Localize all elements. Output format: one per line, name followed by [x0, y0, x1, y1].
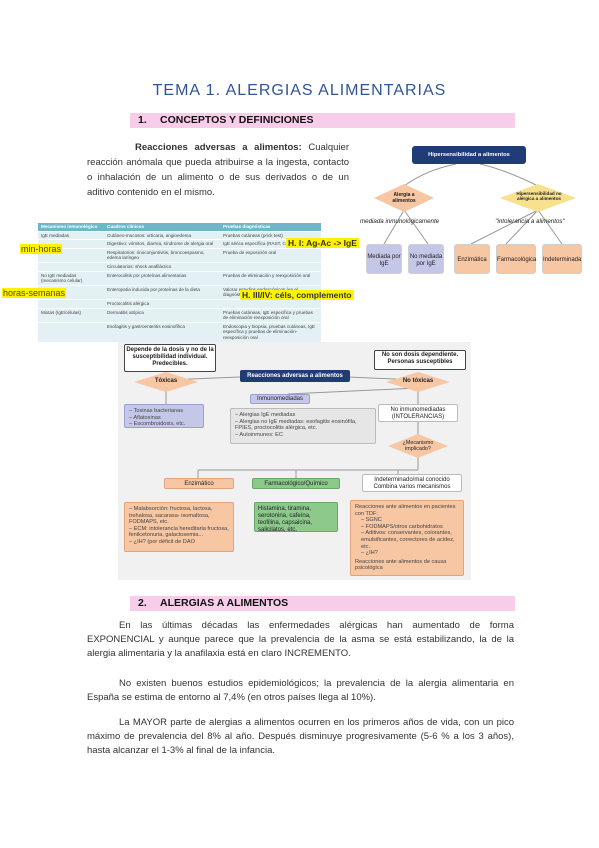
list-item: Malabsorción: fructosa, lactosa, trehalo… — [129, 506, 233, 526]
flow-nonimmuno-node: No inmunomediadas (INTOLERANCIAS) — [378, 404, 458, 422]
list-item: Alergias no IgE mediadas: esofagitis eos… — [235, 419, 373, 432]
note-toxic: Depende de la dosis y no de la susceptib… — [124, 344, 216, 372]
immuno-list-box: Alergias IgE mediadas Alergias no IgE me… — [230, 408, 376, 444]
diagram-leaf-undetermined: Indeterminada — [542, 244, 582, 274]
flow-pharma-node: Farmacológico/Químico — [252, 478, 340, 489]
flow-mechanism-node: ¿Mecanismo implicado? — [402, 440, 434, 452]
list-item: Escombroidosis, etc. — [129, 421, 186, 428]
definition-lead: Reacciones adversas a alimentos: — [135, 142, 302, 153]
diagram-leaf-ige: Mediada por IgE — [366, 244, 402, 274]
diagram-caption-immuno: mediada inmunológicamente — [360, 218, 440, 225]
undetermined-tail: Reacciones ante alimentos de causa psico… — [355, 558, 447, 572]
flow-nontoxic-node: No tóxicas — [402, 378, 434, 384]
note-nontoxic: No son dosis dependiente. Personas susce… — [374, 350, 466, 370]
toxic-list-box: Toxinas bacterianas Aflatoxinas Escombro… — [124, 404, 204, 428]
hypersensitivity-diagram: Hipersensibilidad a alimentos Alergia a … — [356, 140, 584, 283]
table-header: Pruebas diagnósticas — [220, 223, 321, 232]
list-item: ¿IH? (por déficit de DAO — [129, 539, 233, 546]
list-item: Autoinmunes: EC — [235, 432, 373, 439]
table-row: Respiratorios: rinoconjuntivitis, bronco… — [38, 247, 321, 263]
section-heading-1: 1. CONCEPTOS Y DEFINICIONES — [130, 113, 515, 128]
flow-undetermined-node: Indeterminado/mal conocido Combina vario… — [362, 474, 462, 492]
section-heading-2: 2. ALERGIAS A ALIMENTOS — [130, 596, 515, 611]
adverse-reactions-flowchart: Depende de la dosis y no de la susceptib… — [118, 342, 471, 580]
table-header: Cuadros clínicos — [104, 223, 220, 232]
paragraph-prevalence: No existen buenos estudios epidemiológic… — [87, 678, 514, 703]
annotation-min-hours: min-horas — [20, 244, 63, 254]
diagram-nonallergic-node: Hipersensibilidad no alérgica a alimento… — [516, 191, 562, 202]
list-item: Aditivos: conservantes, colorantes, emul… — [361, 530, 459, 550]
diagram-leaf-enzymatic: Enzimática — [454, 244, 490, 274]
pharma-text-box: Histamina, tiramina, serotonina, cafeína… — [254, 502, 338, 533]
flow-enzymatic-node: Enzimático — [164, 478, 234, 489]
definition-paragraph: Reacciones adversas a alimentos: Cualqui… — [87, 140, 349, 200]
table-row: Proctocolitis alérgica — [38, 298, 321, 309]
undetermined-list-box: Reacciones ante alimentos en pacientes c… — [350, 500, 464, 576]
list-item: Toxinas bacterianas — [129, 408, 185, 415]
table-row: Circulatorios: shock anafiláctico — [38, 261, 321, 272]
undetermined-head: Reacciones ante alimentos en pacientes c… — [355, 504, 456, 517]
diagram-allergy-node: Alergia a alimentos — [392, 192, 416, 204]
table-row: Digestivo: vómitos, diarrea, síndrome de… — [38, 239, 321, 249]
flow-toxic-node: Tóxicas — [154, 378, 178, 384]
enzymatic-list-box: Malabsorción: fructosa, lactosa, trehalo… — [124, 502, 234, 552]
table-row: No IgE mediadas (mecanismo celular)Enter… — [38, 270, 321, 286]
list-item: ECM: intolerancia hereditaria fructosa, … — [129, 526, 233, 539]
flowchart-connectors — [134, 372, 450, 478]
flow-root: Reacciones adversas a alimentos — [240, 370, 350, 382]
section-title: CONCEPTOS Y DEFINICIONES — [160, 114, 314, 126]
mechanism-table-wrap: Mecanismo inmunológico Cuadros clínicos … — [38, 223, 321, 342]
annotation-hypersensitivity-1: H. I: Ag-Ac -> IgE — [286, 238, 359, 248]
annotation-hypersensitivity-3: H. III/IV: céls, complemento — [240, 290, 354, 300]
page-title: TEMA 1. ALERGIAS ALIMENTARIAS — [152, 82, 447, 99]
paragraph-increase: En las últimas décadas las enfermedades … — [87, 620, 514, 659]
definition-text: Cualquier reacción anómala que pueda atr… — [87, 142, 349, 198]
diagram-root: Hipersensibilidad a alimentos — [412, 146, 526, 164]
table-header: Mecanismo inmunológico — [38, 223, 104, 232]
diagram-caption-intolerance: "intolerancia a alimentos" — [495, 218, 565, 225]
diagram-leaf-nonige: No mediada por IgE — [408, 244, 444, 274]
list-item: FODMAPS/otros carbohidratos — [361, 524, 459, 531]
list-item: ¿IH? — [361, 550, 459, 557]
list-item: SGNC — [361, 517, 459, 524]
diagram-connectors — [374, 163, 576, 245]
table-row: Esofagitis y gastroenteritis eosinofílic… — [38, 321, 321, 342]
section-number: 1. — [138, 114, 147, 126]
mechanism-table: Mecanismo inmunológico Cuadros clínicos … — [38, 223, 321, 342]
diagram-leaf-pharma: Farmacológica — [496, 244, 536, 274]
flow-immuno-node: Inmunomediadas — [250, 394, 310, 404]
paragraph-age: La MAYOR parte de alergias a alimentos o… — [87, 717, 514, 756]
annotation-hours-weeks: horas-semanas — [2, 288, 67, 298]
section-number: 2. — [138, 597, 147, 609]
list-item: Alergias IgE mediadas — [235, 412, 373, 419]
section-title: ALERGIAS A ALIMENTOS — [160, 597, 289, 609]
list-item: Aflatoxinas — [129, 415, 185, 422]
